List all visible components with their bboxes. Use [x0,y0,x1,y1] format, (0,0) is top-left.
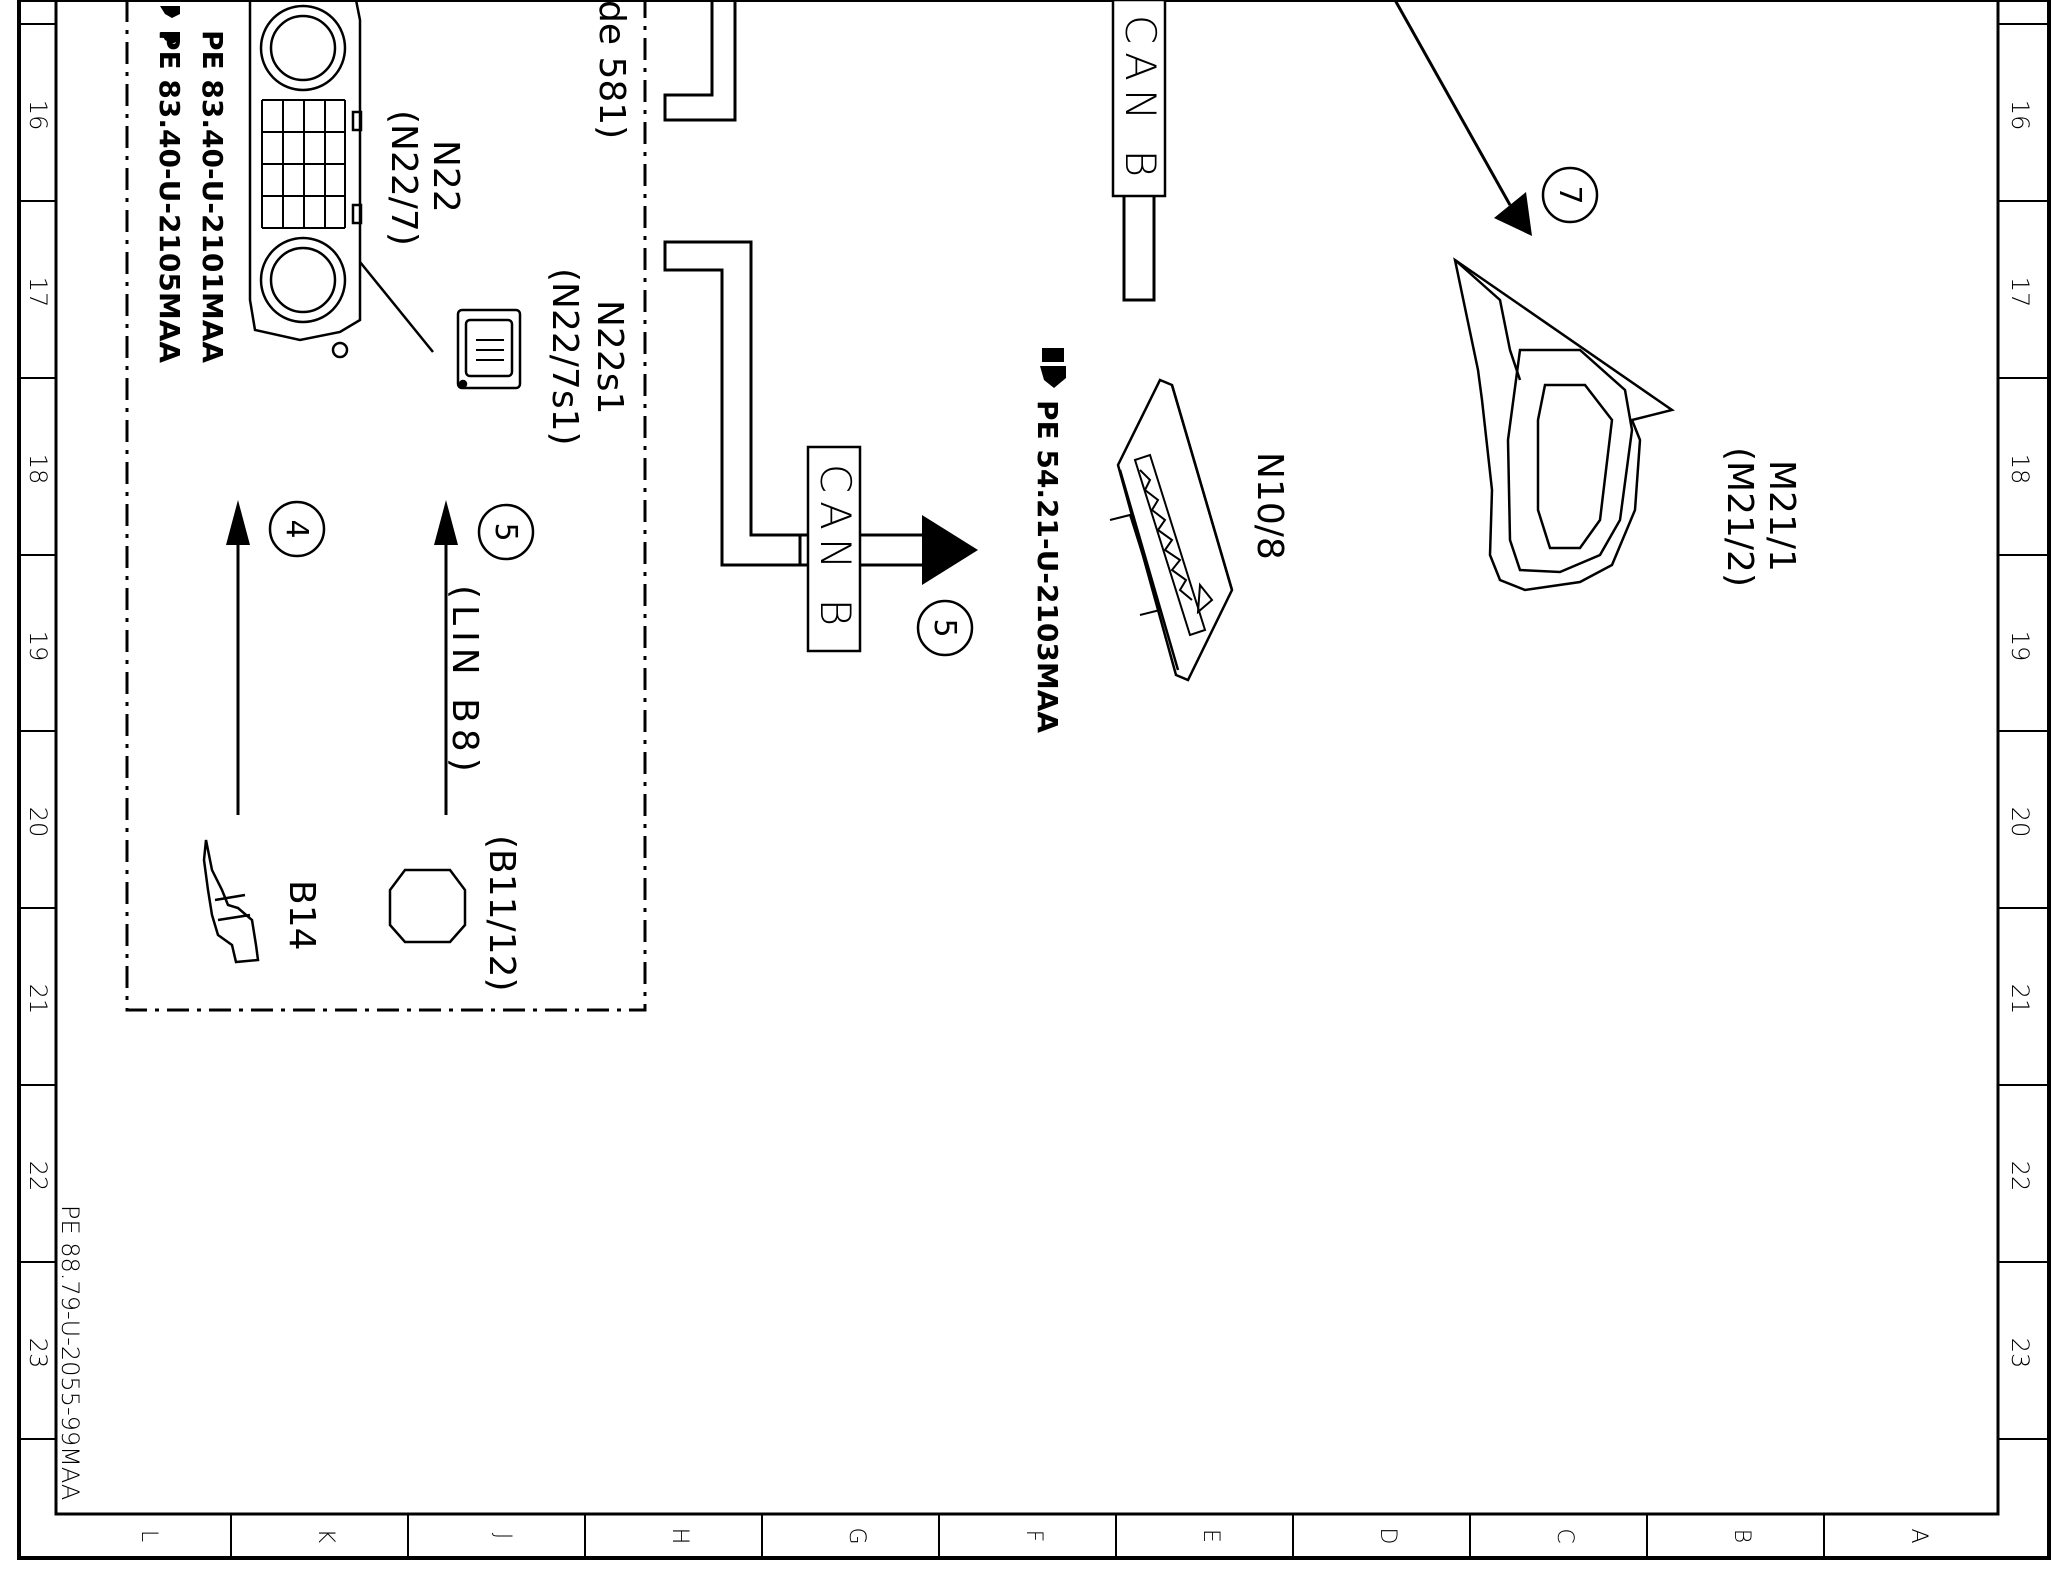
can-label-box-top [1111,0,1167,198]
col-label-a: A [1906,1528,1931,1543]
callout-3: 4 [268,500,326,558]
col-label-h: H [667,1528,692,1545]
sensor-b11-12 [388,868,467,944]
callout-arrow-m21 [1393,0,1532,236]
callout-5-text: 5 [927,618,962,637]
drawing-number: PE 88.79-U-2055-99MAA [56,1205,84,1500]
lin-bus-label: (LIN B8) [444,585,485,778]
outer-frame [17,0,2051,1560]
signal-arrow-lin [434,500,458,815]
row-ticks [19,23,2049,1440]
inner-border [54,0,2000,1516]
col-label-c: C [1552,1528,1577,1543]
reference-hand-icon [1040,348,1066,388]
row-label-20-right: 20 [2006,807,2034,838]
row-label-20-left: 20 [24,807,52,838]
n22-code: N22 [425,140,466,213]
can-label-top: CAN B [1116,15,1165,185]
callout-4: 5 [477,503,535,561]
n10-8-code: N10/8 [1249,452,1290,560]
callout-5: 5 [916,599,974,657]
row-label-22-right: 22 [2006,1161,2034,1192]
can-bus-line-top [1122,196,1156,302]
n22s1-code: N22s1 [589,300,630,414]
row-label-18-left: 18 [24,454,52,485]
signal-arrow-b14 [226,500,250,815]
row-label-17-right: 17 [2006,277,2034,308]
mirror-m21-1 [1453,257,1675,592]
ref-54-21-2103: PE 54.21-U-2103MAA [1031,400,1064,733]
defrost-switch-icon [456,308,522,390]
b14-code: B14 [281,880,322,951]
col-label-l: L [136,1530,161,1542]
row-label-19-right: 19 [2006,631,2034,662]
n22s1-alt-code: (N22/7s1) [544,268,585,446]
row-label-16-left: 16 [24,100,52,131]
svg-text:5: 5 [488,522,523,541]
row-label-23-right: 23 [2006,1338,2034,1369]
reference-hand-icon [160,6,180,44]
partial-reference-text: de 581) [591,0,632,139]
control-unit-boundary [125,0,647,1012]
ref-83-40-2101: PE 83.40-U-2101MAA [196,30,229,363]
row-label-21-left: 21 [24,984,52,1015]
column-ticks [230,1514,1825,1558]
can-label-box-mid [806,445,862,653]
row-label-16-right: 16 [2006,100,2034,131]
row-label-21-right: 21 [2006,984,2034,1015]
m21-1-alt-code: (M21/2) [1719,447,1760,587]
connector-stub-upper [663,0,737,122]
row-label-19-left: 19 [24,631,52,662]
row-label-17-left: 17 [24,277,52,308]
temperature-sensor-b14 [202,839,260,964]
callout-7: 7 [1541,166,1599,224]
col-label-j: J [490,1533,515,1540]
b11-12-code: (B11/12) [481,835,522,992]
row-label-18-right: 18 [2006,454,2034,485]
svg-text:4: 4 [279,519,314,538]
signal-module-n10-8 [1109,378,1234,682]
can-label-mid: CAN B [811,464,860,634]
svg-text:7: 7 [1552,185,1587,204]
col-label-b: B [1729,1529,1754,1543]
row-label-22-left: 22 [24,1161,52,1192]
col-label-d: D [1375,1528,1400,1545]
col-label-e: E [1198,1529,1223,1543]
ref-83-40-2105: PE 83.40-U-2105MAA [153,30,186,363]
climate-control-panel [248,0,434,359]
can-bus-line-left [663,240,802,567]
can-bus-arrowhead [922,515,978,585]
row-label-23-left: 23 [24,1338,52,1369]
n22-alt-code: (N22/7) [383,110,424,246]
col-label-g: G [844,1527,869,1544]
col-label-k: K [313,1529,338,1544]
col-label-f: F [1021,1530,1046,1543]
m21-1-code: M21/1 [1761,460,1802,572]
